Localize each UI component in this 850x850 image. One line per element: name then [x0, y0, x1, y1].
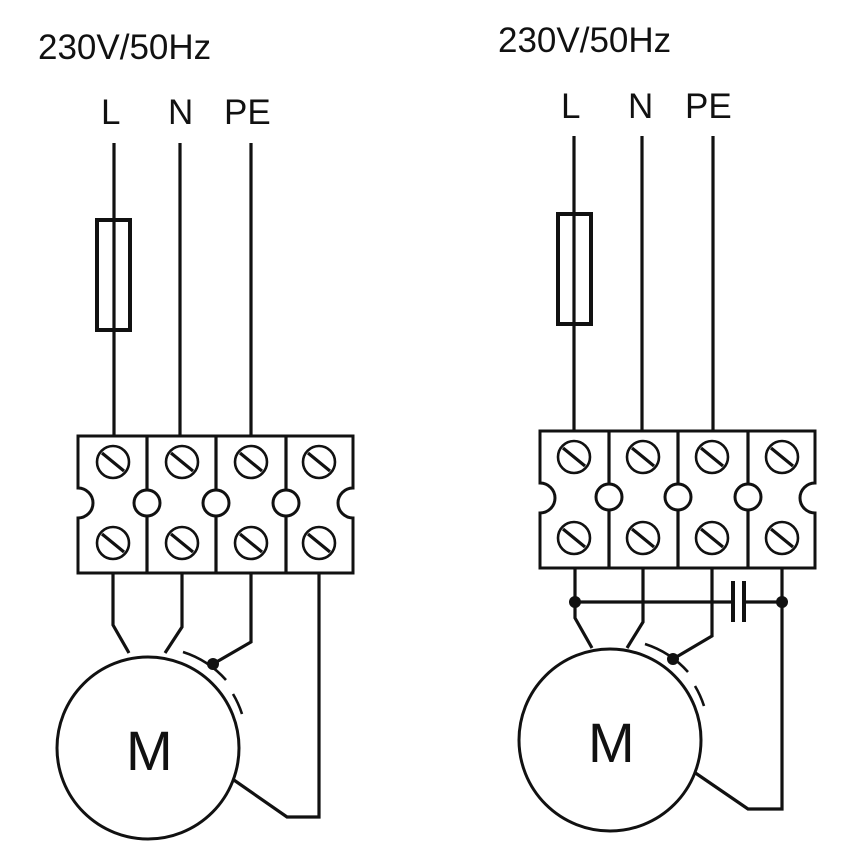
motor-icon — [517, 647, 703, 833]
motor-lead-2 — [625, 568, 645, 649]
motor-lead-1 — [111, 573, 131, 654]
bridge-hole — [663, 482, 693, 512]
diagram-right: 230V/50Hz L N PE — [498, 21, 817, 833]
housing-ground-arc — [182, 650, 227, 681]
conductor-label-pe: PE — [685, 87, 732, 126]
screw-icon — [694, 439, 730, 475]
screw-icon — [556, 520, 592, 556]
motor-icon — [55, 655, 241, 841]
bridge-hole — [271, 488, 301, 518]
conductor-label-pe: PE — [224, 93, 271, 132]
screw-icon — [233, 444, 269, 480]
bridge-hole — [733, 482, 763, 512]
motor-lead-1 — [573, 568, 594, 649]
bridge-hole — [594, 482, 624, 512]
housing-ground-arc — [231, 693, 244, 715]
conductor-label-n: N — [628, 87, 653, 126]
conductor-label-n: N — [168, 93, 193, 132]
screw-icon — [301, 525, 337, 561]
motor-label: M — [126, 719, 173, 782]
screw-icon — [694, 520, 730, 556]
housing-ground-arc — [693, 685, 706, 707]
fuse-icon — [556, 212, 593, 326]
capacitor-icon — [575, 581, 782, 622]
junction-dot — [569, 596, 581, 608]
screw-icon — [625, 439, 661, 475]
terminal-block — [76, 434, 355, 575]
conductor-label-l: L — [561, 87, 580, 126]
motor-lead-pe — [212, 573, 253, 666]
screw-icon — [233, 525, 269, 561]
supply-label: 230V/50Hz — [498, 21, 671, 60]
screw-icon — [164, 525, 200, 561]
screw-icon — [301, 444, 337, 480]
screw-icon — [764, 520, 800, 556]
supply-label: 230V/50Hz — [38, 28, 211, 67]
junction-dot — [776, 596, 788, 608]
motor-lead-4 — [230, 573, 321, 819]
screw-icon — [95, 525, 131, 561]
screw-icon — [164, 444, 200, 480]
diagram-left: 230V/50Hz L N PE — [38, 28, 355, 841]
motor-lead-2 — [163, 573, 184, 654]
bridge-hole — [201, 488, 231, 518]
motor-lead-4 — [693, 568, 784, 811]
fuse-icon — [95, 218, 132, 332]
screw-icon — [95, 444, 131, 480]
bridge-hole — [132, 488, 162, 518]
terminal-block — [538, 429, 817, 570]
screw-icon — [764, 439, 800, 475]
motor-label: M — [588, 711, 635, 774]
motor-lead-pe — [672, 568, 714, 661]
conductor-label-l: L — [101, 93, 120, 132]
housing-ground-arc — [644, 642, 689, 673]
screw-icon — [625, 520, 661, 556]
screw-icon — [556, 439, 592, 475]
